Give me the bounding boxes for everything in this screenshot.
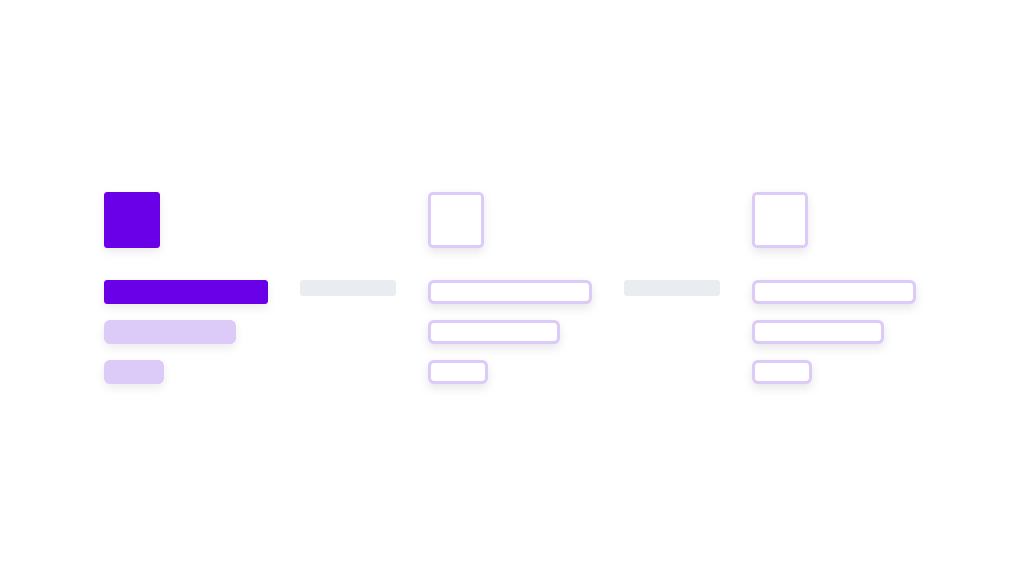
skeleton-line-tertiary [428,360,488,384]
skeleton-icon-tile [428,192,484,248]
skeleton-connector [624,280,720,296]
skeleton-card-outline[interactable] [752,192,916,384]
skeleton-line-secondary [104,320,236,344]
skeleton-line-primary [752,280,916,304]
skeleton-connector [300,280,396,296]
skeleton-line-primary [104,280,268,304]
skeleton-line-secondary [428,320,560,344]
skeleton-line-primary [428,280,592,304]
skeleton-card-selected[interactable] [104,192,268,384]
skeleton-line-tertiary [104,360,164,384]
skeleton-icon-tile [104,192,160,248]
skeleton-line-secondary [752,320,884,344]
skeleton-icon-tile [752,192,808,248]
skeleton-line-tertiary [752,360,812,384]
skeleton-card-outline[interactable] [428,192,592,384]
